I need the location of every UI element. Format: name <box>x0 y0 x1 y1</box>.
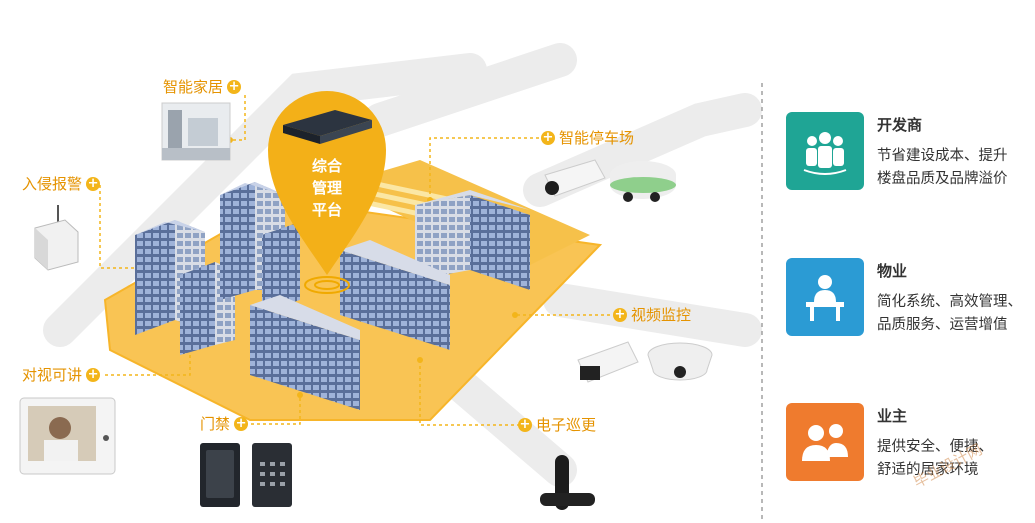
building-west <box>135 220 235 355</box>
benefit-developer: 开发商 节省建设成本、提升 楼盘品质及品牌溢价 <box>786 112 1035 192</box>
building-center-tower <box>220 182 300 312</box>
label-video-intercom: 对视可讲+ <box>22 366 101 384</box>
benefit-description: 节省建设成本、提升 楼盘品质及品牌溢价 <box>877 148 1008 187</box>
label-video-surveillance: +视频监控 <box>613 306 692 324</box>
alarm-panel-device <box>34 205 79 271</box>
benefit-title: 业主 <box>877 407 908 425</box>
label-smart-home: 智能家居+ <box>163 78 242 96</box>
parking-cameras <box>544 159 676 202</box>
label-smart-parking: +智能停车场 <box>541 129 635 147</box>
two-people-icon <box>786 403 864 481</box>
plus-icon: + <box>234 416 249 431</box>
plus-icon: + <box>613 307 627 322</box>
label-e-patrol: +电子巡更 <box>518 416 597 434</box>
benefit-property: 物业 简化系统、高效管理、 品质服务、运营增值 <box>786 258 1035 338</box>
plus-icon: + <box>227 79 242 94</box>
label-intrusion-alarm: 入侵报警+ <box>22 175 101 193</box>
patrol-wand-device <box>540 455 595 510</box>
surveillance-cameras <box>577 341 713 383</box>
benefit-owner: 业主 提供安全、便捷、 舒适的居家环境 <box>786 403 1035 483</box>
plus-icon: + <box>518 417 532 432</box>
plus-icon: + <box>541 130 555 145</box>
group-people-icon <box>786 112 864 190</box>
reception-desk-icon <box>786 258 864 336</box>
label-access-control: 门禁+ <box>200 415 249 433</box>
video-intercom-device <box>19 397 116 475</box>
building-middle-row <box>250 240 450 410</box>
plus-icon: + <box>86 367 101 382</box>
benefit-title: 开发商 <box>877 116 923 134</box>
platform-pin <box>268 91 386 294</box>
platform-label: 综合 管理 平台 <box>311 157 342 219</box>
benefit-description: 提供安全、便捷、 舒适的居家环境 <box>877 439 993 478</box>
benefit-title: 物业 <box>877 262 908 280</box>
plus-icon: + <box>86 176 101 191</box>
benefit-description: 简化系统、高效管理、 品质服务、运营增值 <box>877 294 1022 333</box>
access-control-readers <box>200 443 292 507</box>
smart-home-photo <box>161 102 231 161</box>
building-east-block <box>415 190 530 290</box>
